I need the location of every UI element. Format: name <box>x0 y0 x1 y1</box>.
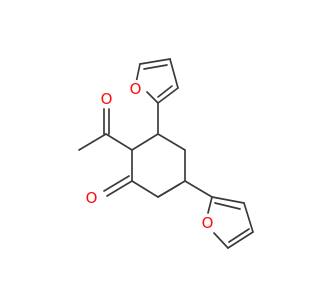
bond-lower-furan-c3-c2 <box>211 196 245 204</box>
oxygen-label: O <box>130 80 142 98</box>
bond-upper-furan-c5-c4-inner <box>143 64 168 70</box>
bond-lower-furan-c4-c3 <box>243 202 254 233</box>
molecule-diagram: O O O O <box>78 58 254 249</box>
bond-upper-furan-c4-c3 <box>169 58 179 89</box>
bond-lower-furan-c2-o <box>207 196 213 214</box>
bond-lower-furan-o-c5 <box>213 232 229 249</box>
bond-upper-furan-c5-c4 <box>139 58 171 65</box>
oxygen-label: O <box>101 90 113 108</box>
bond-methyl-carbonyl <box>78 133 107 151</box>
bond-upper-furan-o-c5 <box>135 63 141 84</box>
oxygen-label: O <box>86 189 98 207</box>
bond-upper-furan-c3-c2-inner <box>157 85 173 98</box>
bond-c6-c5 <box>131 133 159 151</box>
bond-upper-furan-c3-c2 <box>157 87 179 104</box>
bond-c3-c2-inner <box>157 183 181 198</box>
bond-lower-furan-c5-c4 <box>227 231 254 249</box>
atom-labels: O O O O <box>83 80 216 232</box>
bond-lower-furan-c3-c2-inner <box>214 202 241 210</box>
bond-ketone-a <box>106 180 133 197</box>
bond-carbonyl-c6 <box>105 133 133 151</box>
bond-lines <box>78 58 254 249</box>
oxygen-label: O <box>202 214 214 232</box>
bond-ketone-b <box>103 175 130 192</box>
bond-lower-furan-c5-c4-inner <box>228 228 250 243</box>
bond-c4-furanyl <box>184 180 213 198</box>
bond-c5-c4 <box>157 133 186 151</box>
bond-c2-c1 <box>131 180 159 198</box>
bond-upper-furan-c2-o <box>146 91 159 104</box>
